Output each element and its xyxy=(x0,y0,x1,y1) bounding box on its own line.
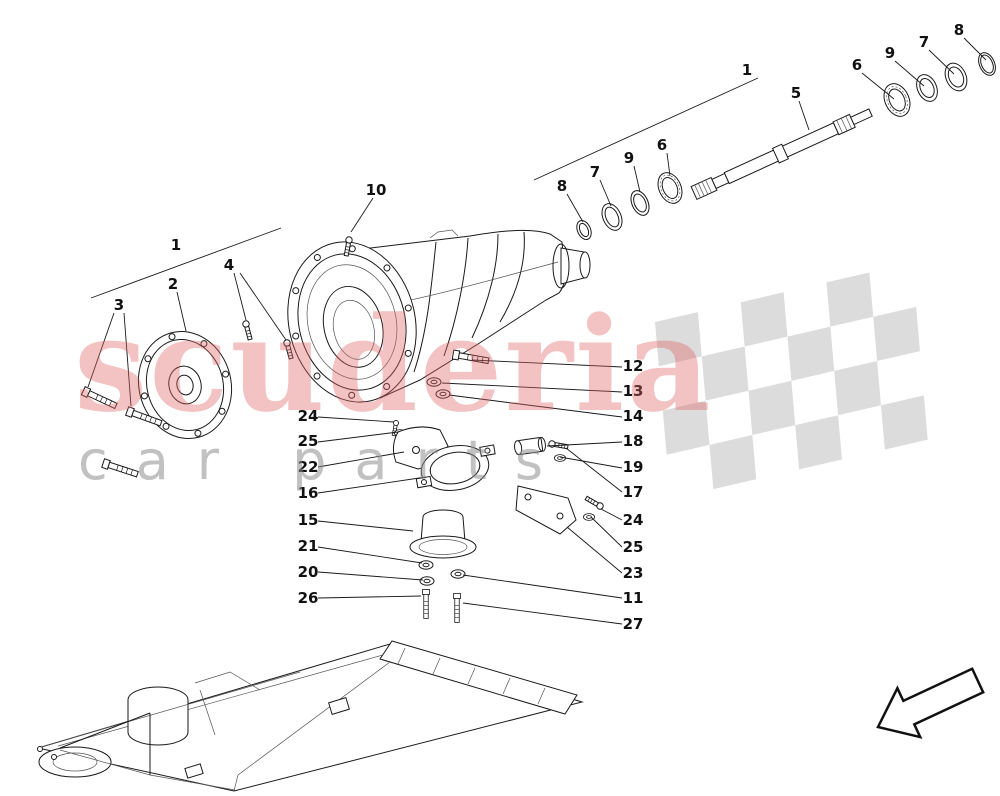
part-callout-8: 8 xyxy=(954,21,964,39)
part-callout-2: 2 xyxy=(168,275,178,293)
callout-leader-line xyxy=(317,416,395,423)
part-3-bolt xyxy=(80,386,119,411)
callout-leader-line xyxy=(861,72,895,100)
part-callout-20: 20 xyxy=(298,563,319,581)
part-callout-22: 22 xyxy=(298,458,319,476)
callout-leader-line xyxy=(317,520,414,532)
callout-leader-line xyxy=(599,179,612,207)
part-callout-4: 4 xyxy=(224,256,234,274)
checkered-flag-watermark xyxy=(655,272,928,490)
part-callout-24: 24 xyxy=(623,511,644,529)
callout-leader-line xyxy=(471,359,623,368)
callout-leader-line xyxy=(566,193,584,223)
part-27-bolt xyxy=(452,593,462,623)
callout-leader-line xyxy=(350,197,374,233)
callout-leader-line xyxy=(317,431,399,443)
part-26-bolt xyxy=(421,589,431,619)
part-14-washer xyxy=(435,389,451,399)
transmission-housing-drawing xyxy=(287,229,591,403)
callout-leader-line xyxy=(90,227,282,299)
callout-leader-line xyxy=(894,60,925,87)
part-21-washer xyxy=(418,560,434,570)
callout-leader-line xyxy=(239,272,287,341)
part-callout-7: 7 xyxy=(919,33,929,51)
callout-leader-line xyxy=(233,272,247,321)
part-callout-11: 11 xyxy=(623,589,644,607)
part-callout-25: 25 xyxy=(623,538,644,556)
callout-leader-line xyxy=(798,100,810,131)
callout-leader-line xyxy=(441,382,623,393)
part-callout-18: 18 xyxy=(623,432,644,450)
part-callout-5: 5 xyxy=(791,84,801,102)
part-callout-3: 3 xyxy=(114,296,124,314)
mount-parts-drawing xyxy=(390,349,605,623)
callout-leader-line xyxy=(666,152,671,177)
part-callout-13: 13 xyxy=(623,382,644,400)
flange-drawing xyxy=(80,319,295,479)
part-24-bolt xyxy=(584,494,605,511)
part-callout-1: 1 xyxy=(742,61,752,79)
callout-leader-line xyxy=(566,526,623,574)
callout-leader-line xyxy=(317,571,424,581)
chassis-drawing xyxy=(37,640,584,792)
part-callout-14: 14 xyxy=(623,407,644,425)
part-callout-25: 25 xyxy=(298,432,319,450)
part-callout-27: 27 xyxy=(623,615,644,633)
callout-leader-line xyxy=(448,394,623,418)
part-callout-7: 7 xyxy=(590,163,600,181)
part-callout-8: 8 xyxy=(557,177,567,195)
callout-leader-line xyxy=(963,37,987,61)
part-callout-23: 23 xyxy=(623,564,644,582)
part-4-bolt xyxy=(241,319,254,341)
callouts-layer: 1569788796101234121314181917242523112724… xyxy=(87,21,987,633)
part-callout-16: 16 xyxy=(298,484,319,502)
callout-leader-line xyxy=(176,291,187,332)
part-callout-19: 19 xyxy=(623,458,644,476)
callout-leader-line xyxy=(462,574,623,599)
part-callout-15: 15 xyxy=(298,511,319,529)
part-callout-6: 6 xyxy=(852,56,862,74)
callout-leader-line xyxy=(87,312,115,388)
part-callout-9: 9 xyxy=(885,44,895,62)
part-callout-10: 10 xyxy=(366,181,387,199)
callout-leader-line xyxy=(317,451,405,468)
callout-leader-line xyxy=(546,441,623,447)
part-callout-26: 26 xyxy=(298,589,319,607)
output-shaft-drawing xyxy=(576,52,996,241)
part-15-mount xyxy=(409,509,477,559)
callout-leader-line xyxy=(633,165,641,193)
part-18-spacer xyxy=(514,436,546,456)
callout-leader-line xyxy=(317,595,422,599)
part-callout-24: 24 xyxy=(298,407,319,425)
callout-leader-line xyxy=(123,312,132,407)
callout-leader-line xyxy=(533,77,759,181)
callout-leader-line xyxy=(590,516,623,548)
part-13-washer xyxy=(426,377,442,387)
part-20-washer xyxy=(419,576,435,586)
part-callout-21: 21 xyxy=(298,537,319,555)
callout-leader-line xyxy=(317,546,423,564)
part-callout-12: 12 xyxy=(623,357,644,375)
seal-rings-drawing xyxy=(576,52,996,241)
callout-leader-line xyxy=(559,456,623,469)
part-12-bolt xyxy=(451,349,490,366)
part-11-washer xyxy=(450,569,466,579)
callout-leader-line xyxy=(928,49,955,75)
part-callout-1: 1 xyxy=(171,236,181,254)
part-23-bracket xyxy=(515,485,577,535)
part-callout-6: 6 xyxy=(657,136,667,154)
part-callout-17: 17 xyxy=(623,483,644,501)
callout-leader-line xyxy=(462,602,623,625)
part-16-clamp xyxy=(415,444,496,491)
direction-arrow-icon xyxy=(876,667,985,739)
callout-leader-line xyxy=(565,447,623,493)
callout-leader-line xyxy=(317,476,427,494)
part-3-bolt xyxy=(101,458,140,479)
callout-leader-line xyxy=(600,508,623,521)
part-callout-9: 9 xyxy=(624,149,634,167)
